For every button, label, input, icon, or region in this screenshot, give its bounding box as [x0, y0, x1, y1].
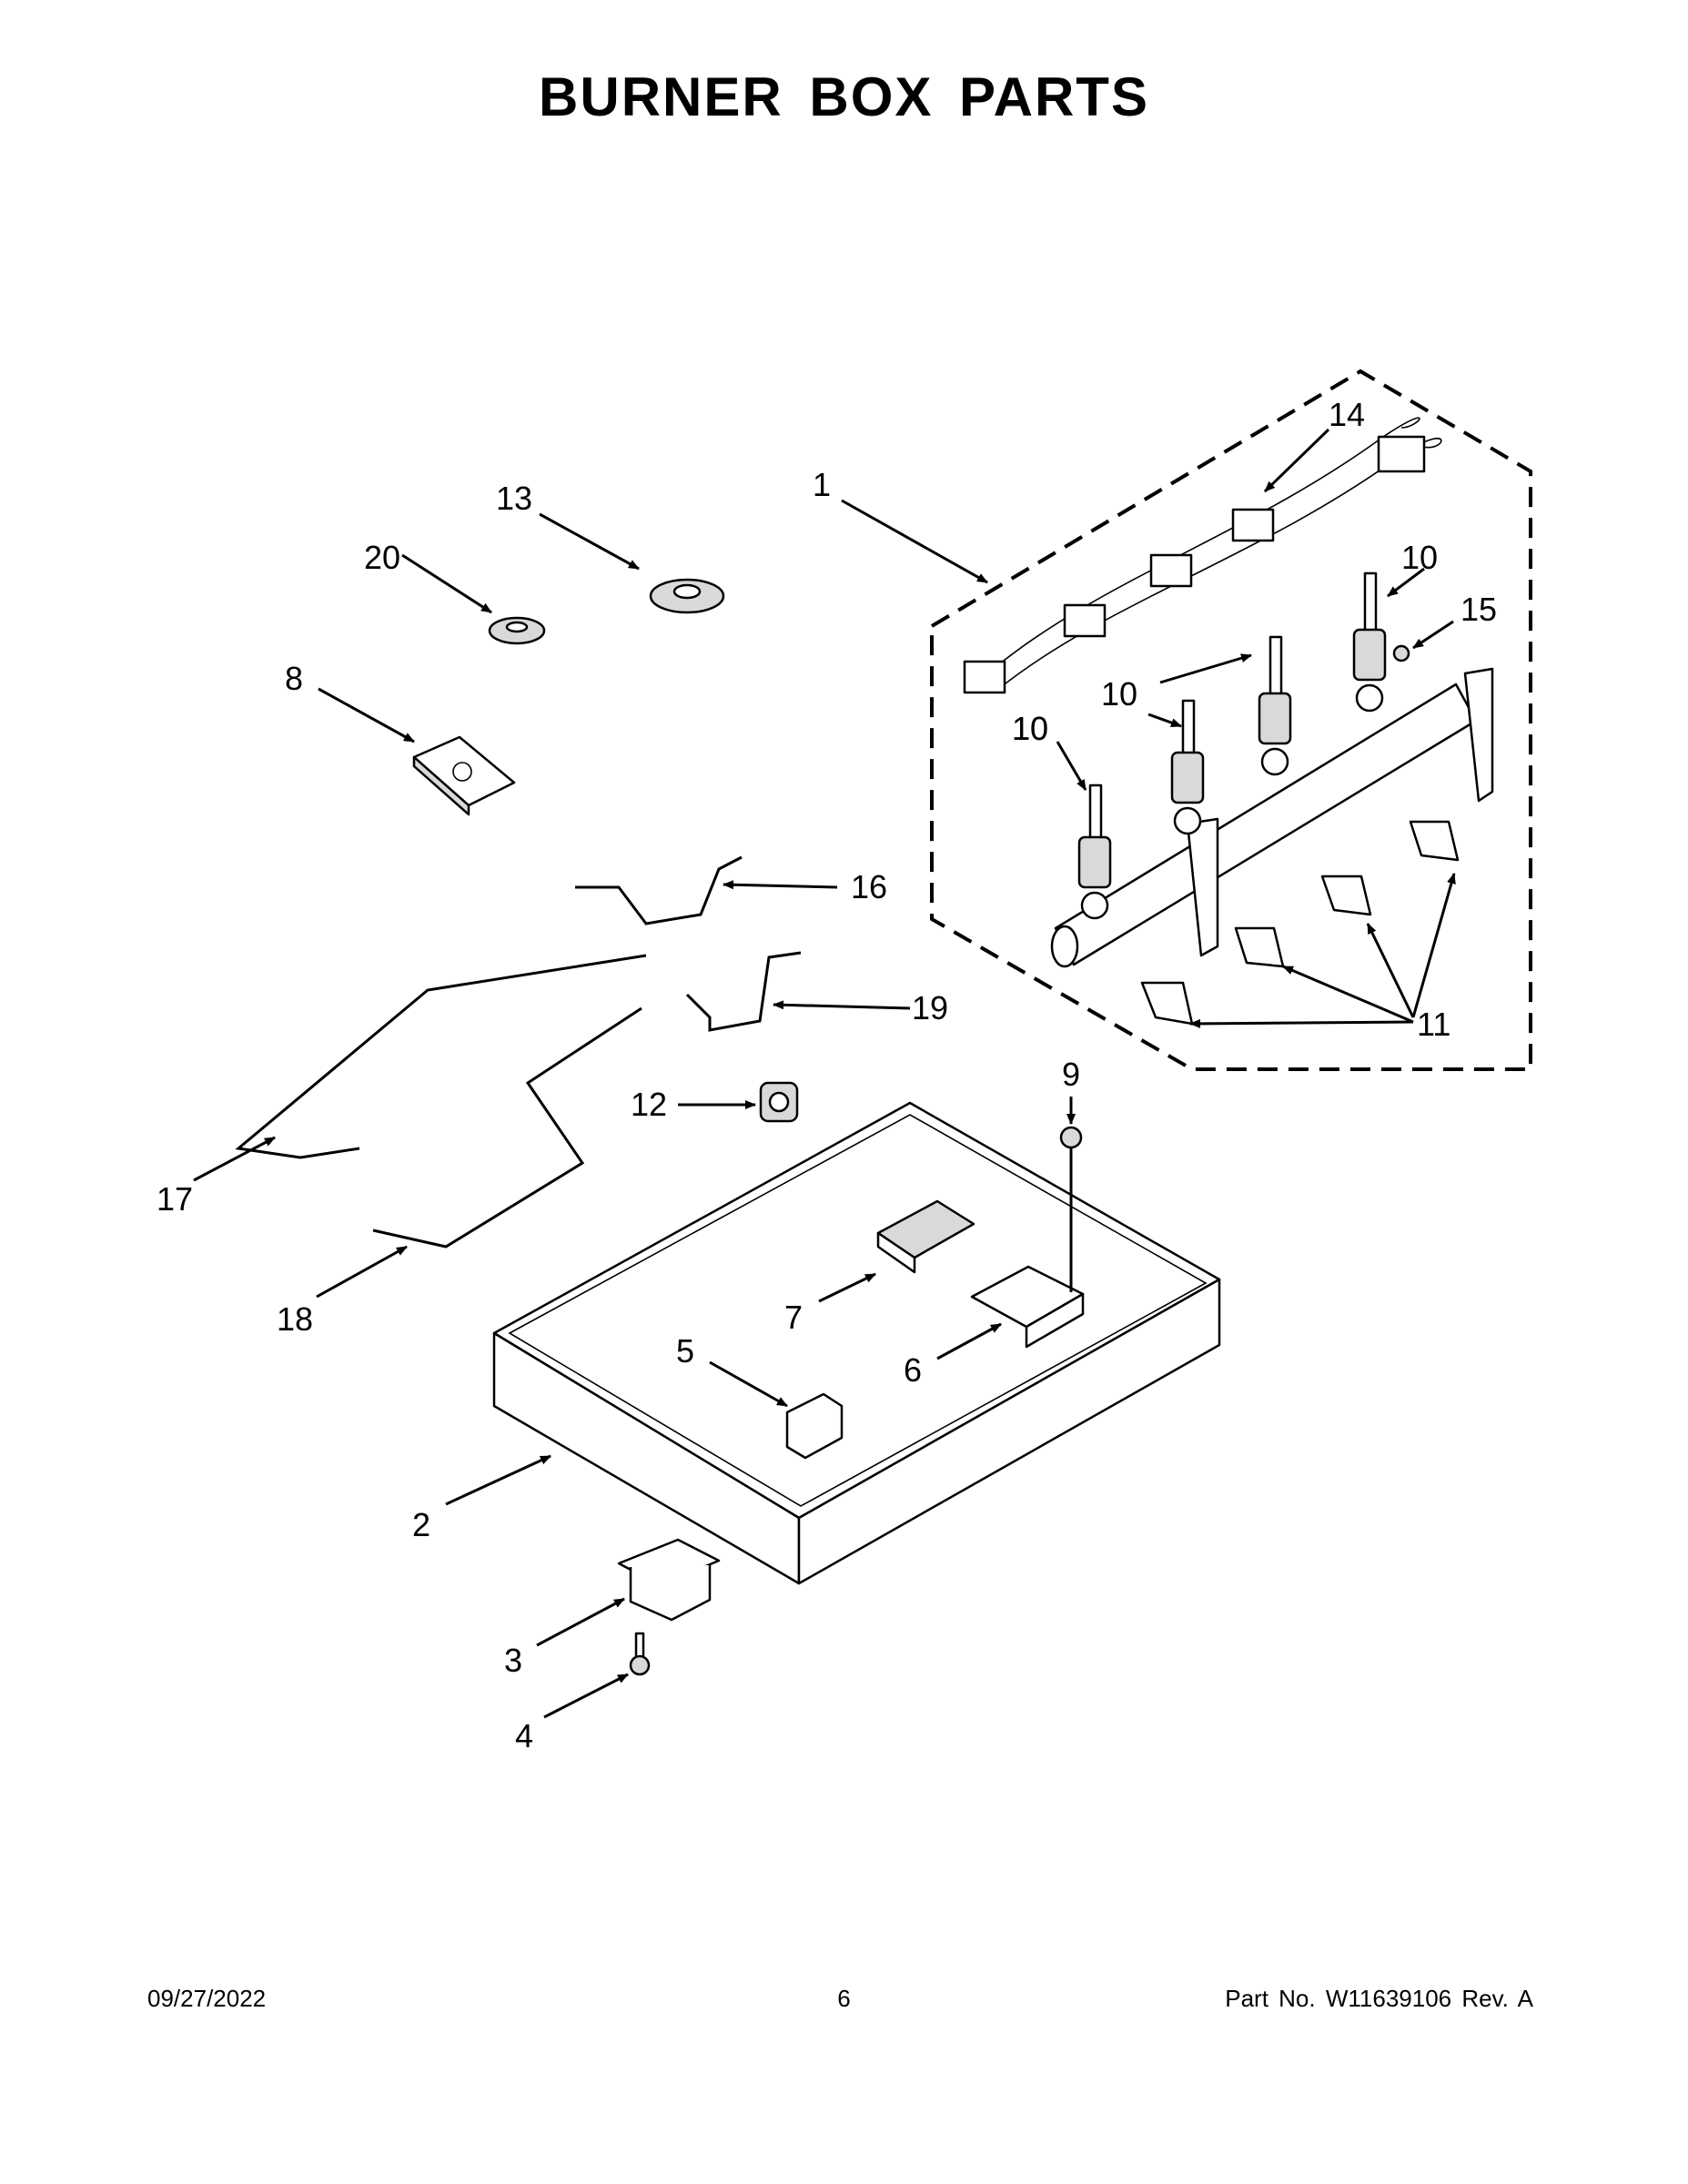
junction-box-3	[617, 1538, 721, 1622]
callout-9: 9	[1062, 1056, 1080, 1093]
burner-valve	[1352, 571, 1387, 713]
mounting-block-8	[412, 735, 516, 816]
gas-tube-18	[372, 1006, 642, 1249]
callout-13: 13	[496, 480, 532, 517]
callout-17: 17	[157, 1180, 193, 1218]
burner-valve	[1077, 784, 1112, 920]
callout-1: 1	[813, 466, 831, 503]
callout-5: 5	[676, 1332, 694, 1370]
burner-clip	[1140, 981, 1194, 1026]
callout-16: 16	[851, 868, 887, 905]
callout-8: 8	[285, 660, 303, 697]
callout-10a: 10	[1401, 539, 1438, 576]
screw-9	[1059, 1126, 1083, 1292]
gas-tube-17	[235, 954, 647, 1159]
screw-4	[629, 1632, 651, 1676]
callout-14: 14	[1329, 396, 1365, 433]
footer-part-number: Part No. W11639106 Rev. A	[1225, 1985, 1533, 2012]
burner-base-20	[488, 616, 546, 645]
callout-10b: 10	[1101, 675, 1137, 713]
valve-assembly-boundary	[930, 369, 1532, 1071]
gas-tube-19	[685, 951, 802, 1032]
callout-labels: 1 2 3 4 5 6 7 8 9 10 10 10 10 11 12 13 1…	[157, 396, 1497, 1754]
callout-4: 4	[515, 1717, 533, 1754]
callout-6: 6	[904, 1351, 922, 1389]
footer-page-number: 6	[837, 1985, 851, 2012]
leader-lines	[193, 428, 1456, 1719]
callout-19: 19	[912, 989, 948, 1026]
burner-clip	[1409, 820, 1460, 862]
callout-12: 12	[631, 1086, 667, 1123]
callout-15: 15	[1461, 591, 1497, 628]
burner-valve	[1258, 635, 1292, 776]
burner-base-13	[649, 578, 725, 614]
burner-clip	[1234, 926, 1285, 968]
callout-3: 3	[504, 1642, 522, 1679]
callout-10c: 10	[1012, 710, 1048, 747]
pressure-regulator-12	[759, 1081, 799, 1123]
callout-11: 11	[1417, 1006, 1450, 1043]
wire-harness	[963, 417, 1442, 694]
callout-18: 18	[277, 1300, 313, 1338]
bracket-6	[970, 1265, 1085, 1349]
manifold-pipe	[1050, 667, 1494, 968]
callout-2: 2	[412, 1506, 430, 1543]
footer-date: 09/27/2022	[147, 1985, 267, 2012]
screw-15	[1392, 644, 1410, 662]
burner-box-tray	[492, 1101, 1221, 1585]
callout-7: 7	[784, 1299, 803, 1336]
gas-tube-16	[575, 855, 743, 925]
burner-valve	[1170, 699, 1205, 835]
bracket-5	[785, 1392, 844, 1460]
burner-clip	[1320, 875, 1372, 916]
page-title: BURNER BOX PARTS	[539, 66, 1149, 127]
spark-module-7	[876, 1199, 975, 1274]
callout-10d: 10	[1012, 710, 1048, 747]
callout-20: 20	[364, 539, 400, 576]
